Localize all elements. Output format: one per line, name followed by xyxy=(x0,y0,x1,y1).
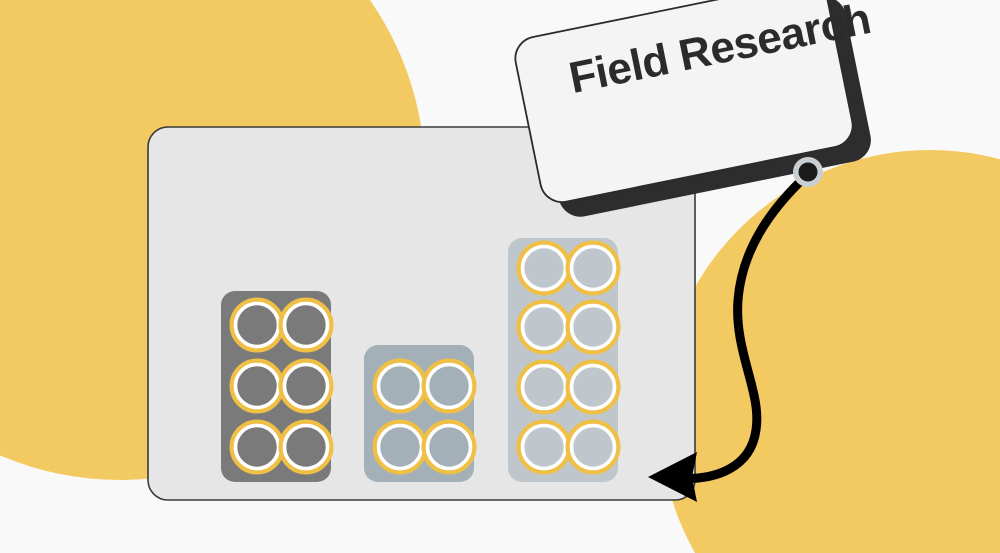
tag-body xyxy=(514,0,854,203)
blister xyxy=(565,359,621,415)
pack-body xyxy=(364,345,474,482)
blister-pack-dark-six[interactable] xyxy=(221,291,334,482)
field-research-tag[interactable] xyxy=(511,0,874,224)
blister-pack-medium-four[interactable] xyxy=(364,345,477,482)
blister xyxy=(278,297,334,353)
blister xyxy=(421,358,477,414)
pack-blisters xyxy=(229,297,334,475)
tag-cord xyxy=(667,171,811,484)
pack-blisters xyxy=(516,240,621,475)
blister xyxy=(278,419,334,475)
grommet-hole xyxy=(798,162,818,182)
blister xyxy=(565,419,621,475)
blister xyxy=(278,358,334,414)
cord-arrowhead-icon xyxy=(648,452,697,502)
blister xyxy=(421,419,477,475)
blister xyxy=(565,240,621,296)
blister xyxy=(565,299,621,355)
tag-cord-group xyxy=(648,171,811,502)
pack-body xyxy=(221,291,331,482)
pack-blisters xyxy=(372,358,477,475)
blister-pack-light-eight[interactable] xyxy=(508,238,621,482)
tag-grommet xyxy=(793,157,823,187)
